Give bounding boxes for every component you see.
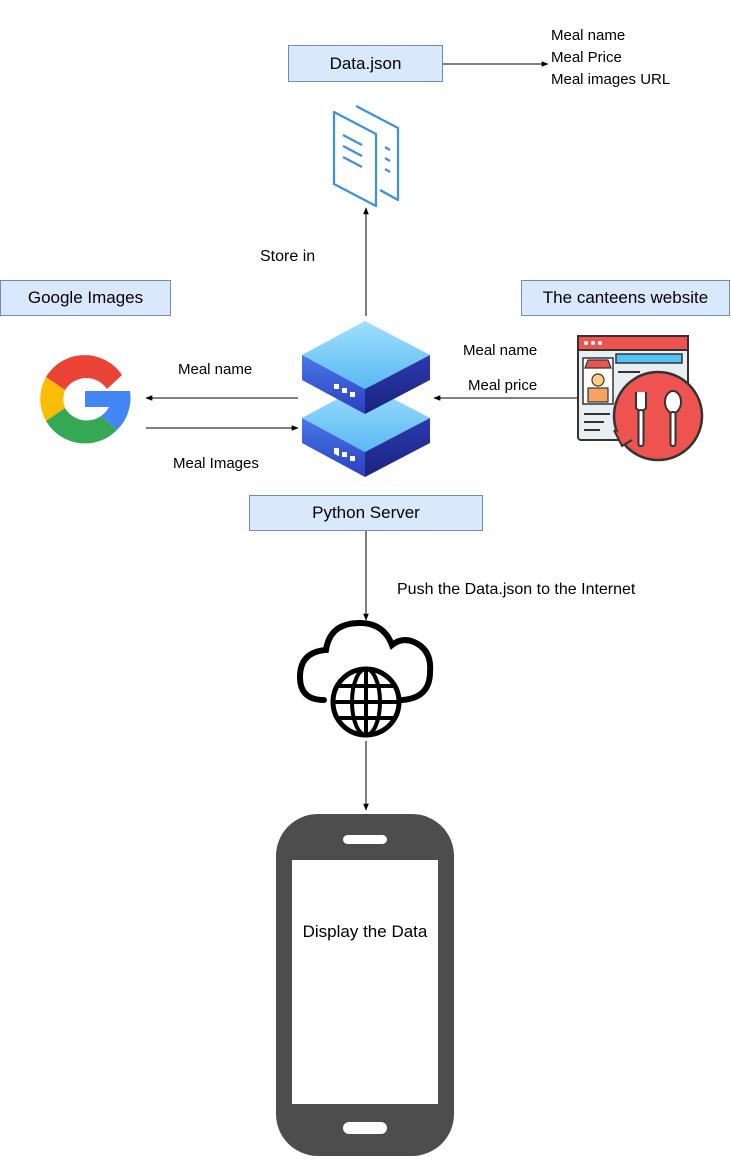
phone-screen-text: Display the Data [302,922,428,941]
server-icon [302,321,430,477]
edge-label-canteen-price: Meal price [468,377,538,394]
google-images-box: Google Images [0,280,171,316]
data-json-field-meal-name: Meal name [551,27,626,44]
restaurant-website-icon [577,335,704,462]
document-icon [332,105,400,208]
edge-label-canteen-name: Meal name [463,342,538,359]
data-json-box: Data.json [288,45,443,82]
google-logo-icon [40,355,131,444]
python-server-box: Python Server [249,495,483,531]
edge-label-push: Push the Data.json to the Internet [397,581,636,598]
edge-label-store-in: Store in [260,248,316,265]
edge-label-to-google: Meal name [178,361,253,378]
smartphone-icon [276,814,454,1156]
edge-label-from-google: Meal Images [173,455,259,472]
canteens-website-box: The canteens website [521,280,730,316]
cloud-globe-icon [296,619,434,738]
data-json-field-meal-price: Meal Price [551,49,622,66]
data-json-field-meal-images-url: Meal images URL [551,71,671,88]
